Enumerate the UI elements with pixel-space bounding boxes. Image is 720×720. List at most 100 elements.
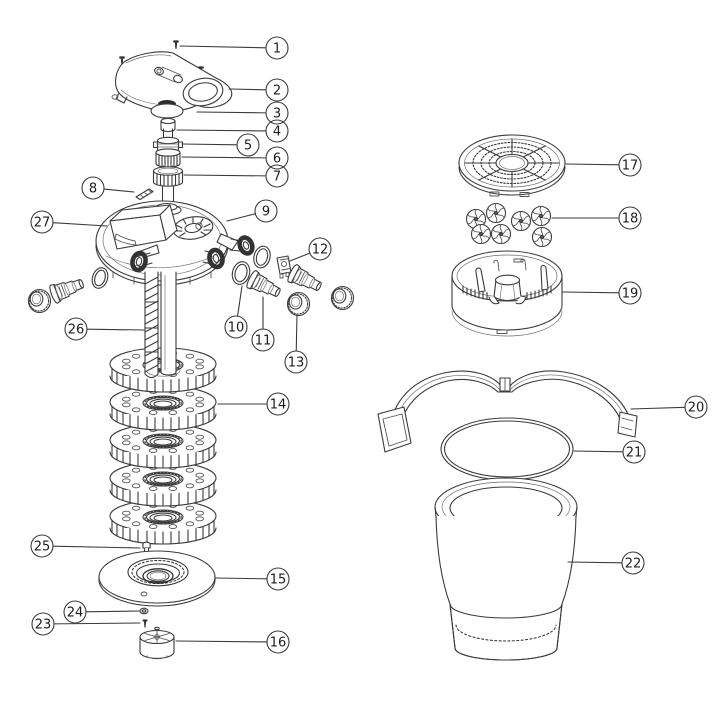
hose-adapter-left bbox=[47, 273, 87, 305]
callout-circle bbox=[265, 119, 289, 143]
callout-3: 3 bbox=[196, 101, 289, 125]
callout-circle bbox=[618, 153, 642, 177]
union-nut-right bbox=[330, 285, 355, 311]
callout-number: 12 bbox=[312, 242, 329, 257]
callout-leader-line bbox=[86, 328, 145, 331]
callout-13: 13 bbox=[284, 314, 308, 374]
callout-number: 11 bbox=[255, 333, 272, 348]
center-pipe bbox=[160, 271, 177, 376]
callout-leader-line bbox=[52, 545, 141, 549]
callout-number: 20 bbox=[688, 400, 705, 415]
callout-circle bbox=[224, 315, 248, 339]
callout-2: 2 bbox=[228, 78, 289, 102]
callout-circle bbox=[63, 600, 87, 624]
part-23-screw bbox=[142, 619, 148, 628]
callout-leader-line bbox=[565, 163, 620, 166]
callout-10: 10 bbox=[224, 285, 248, 339]
part-10-o-ring-small bbox=[231, 261, 251, 285]
callout-27: 27 bbox=[30, 210, 108, 234]
lid-port-right bbox=[229, 235, 255, 256]
o-ring-mid bbox=[253, 245, 271, 269]
callout-leader-line bbox=[228, 88, 267, 91]
callout-number: 21 bbox=[626, 445, 643, 460]
callout-circle bbox=[265, 146, 289, 170]
callout-number: 6 bbox=[273, 151, 281, 166]
callout-number: 4 bbox=[273, 124, 281, 139]
callout-8: 8 bbox=[81, 176, 135, 200]
callout-number: 10 bbox=[228, 320, 245, 335]
part-22-filter-canister bbox=[434, 477, 578, 661]
part-8-pin bbox=[135, 188, 154, 201]
callout-leader-line bbox=[176, 129, 267, 132]
callout-leader-line bbox=[295, 314, 298, 352]
callout-7: 7 bbox=[183, 164, 289, 188]
part-14-filter-sponges bbox=[109, 347, 217, 545]
callout-leader-line bbox=[289, 252, 311, 262]
part-19-media-basket bbox=[451, 250, 563, 337]
part-21-o-ring-large bbox=[440, 417, 574, 481]
callout-26: 26 bbox=[64, 317, 145, 341]
part-2-handle-cover bbox=[111, 51, 233, 112]
callout-circle bbox=[622, 440, 646, 464]
part-24-nut bbox=[139, 607, 149, 615]
callout-circle bbox=[284, 350, 308, 374]
part-7-lock-ring-large bbox=[152, 166, 184, 206]
callout-circle bbox=[308, 237, 332, 261]
callout-21: 21 bbox=[573, 440, 646, 464]
callout-leader-line bbox=[573, 450, 624, 453]
callout-circle bbox=[265, 36, 289, 60]
callout-circle bbox=[266, 392, 290, 416]
callout-leader-line bbox=[181, 143, 238, 146]
part-26-quartz-sleeve bbox=[144, 271, 159, 379]
callout-number: 14 bbox=[270, 397, 287, 412]
part-27-lid-housing bbox=[109, 204, 178, 250]
callout-23: 23 bbox=[31, 612, 141, 636]
callout-number: 16 bbox=[270, 635, 287, 650]
callout-circle bbox=[31, 612, 55, 636]
callout-leader-line bbox=[567, 561, 623, 564]
callout-number: 13 bbox=[288, 355, 305, 370]
callout-4: 4 bbox=[176, 119, 289, 143]
callout-number: 27 bbox=[34, 215, 51, 230]
callout-15: 15 bbox=[215, 567, 290, 591]
callout-16: 16 bbox=[175, 630, 290, 654]
callout-leader-line bbox=[630, 406, 686, 410]
callout-5: 5 bbox=[181, 133, 260, 157]
callout-leader-line bbox=[85, 610, 141, 613]
callout-leader-line bbox=[237, 285, 243, 317]
callout-number: 24 bbox=[67, 605, 84, 620]
filter-sponge bbox=[109, 499, 217, 545]
union-nut-left bbox=[27, 288, 52, 314]
callout-12: 12 bbox=[289, 237, 332, 262]
callout-circle bbox=[684, 395, 708, 419]
callout-circle bbox=[266, 630, 290, 654]
callout-leader-line bbox=[103, 188, 135, 193]
callout-circle bbox=[265, 78, 289, 102]
callout-circle bbox=[251, 328, 275, 352]
callout-circle bbox=[265, 164, 289, 188]
callouts-layer: 1234567891011121314151617181920212223242… bbox=[30, 36, 708, 654]
filter-sponge bbox=[109, 423, 217, 469]
part-9-filter-lid bbox=[95, 200, 255, 288]
callout-17: 17 bbox=[565, 153, 642, 177]
part-15-bottom-plate bbox=[98, 550, 216, 607]
callout-number: 17 bbox=[622, 158, 639, 173]
callout-number: 2 bbox=[273, 83, 281, 98]
callout-number: 3 bbox=[273, 106, 281, 121]
callout-leader-line bbox=[179, 45, 267, 49]
callout-leader-line bbox=[562, 291, 620, 294]
callout-circle bbox=[254, 199, 278, 223]
callout-circle bbox=[81, 176, 105, 200]
part-13-union-nut bbox=[286, 291, 311, 317]
part-20-clamp-ring bbox=[377, 370, 638, 453]
hose-adapter-set-left bbox=[27, 267, 109, 314]
callout-number: 9 bbox=[262, 204, 270, 219]
part-16-foot-cap bbox=[139, 626, 175, 660]
callout-circle bbox=[30, 534, 54, 558]
callout-circle bbox=[266, 567, 290, 591]
callout-14: 14 bbox=[217, 392, 290, 416]
part-11-hose-adapter bbox=[244, 268, 285, 303]
callout-leader-line bbox=[196, 111, 267, 114]
callout-22: 22 bbox=[567, 551, 645, 575]
